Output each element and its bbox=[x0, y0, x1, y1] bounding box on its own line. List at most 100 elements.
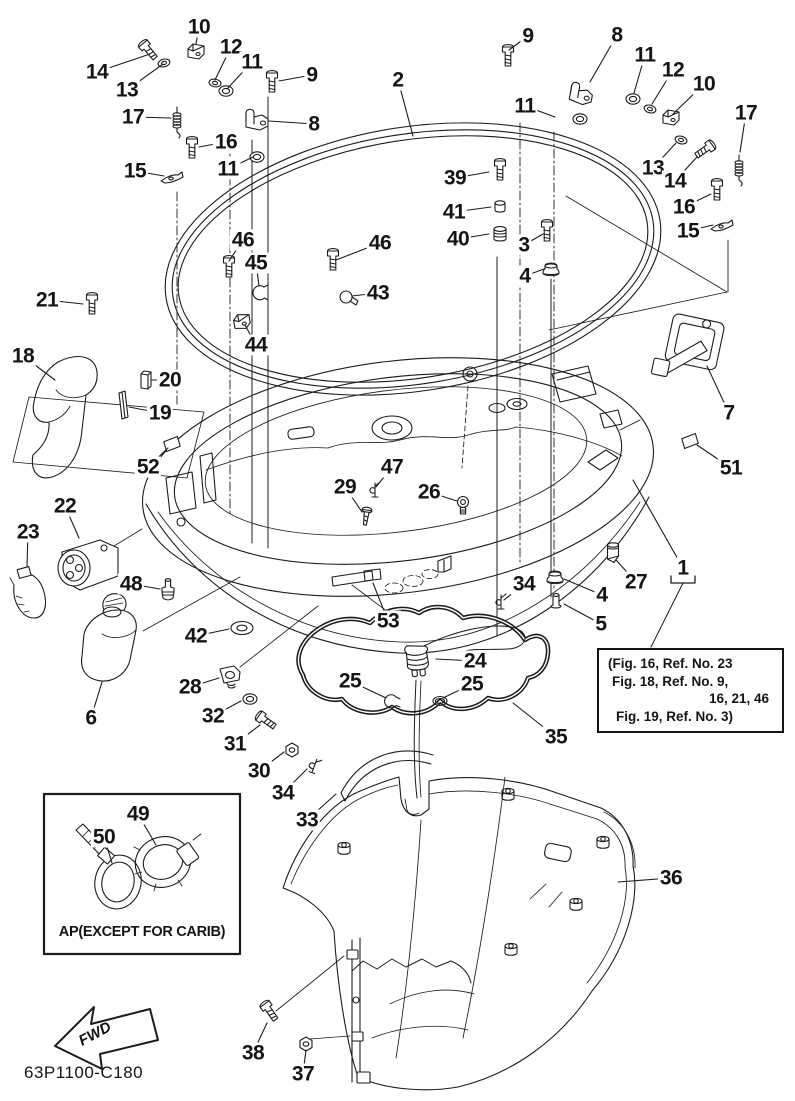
callout-41-label: 41 bbox=[440, 200, 468, 224]
reference-note-box: (Fig. 16, Ref. No. 23 Fig. 18, Ref. No. … bbox=[597, 648, 784, 733]
part-screw-glyph bbox=[361, 506, 373, 526]
callout-35-label: 35 bbox=[542, 725, 570, 749]
part-clip-glyph bbox=[369, 481, 381, 498]
callout-53-label: 53 bbox=[374, 609, 402, 633]
top-cowling-gasket bbox=[164, 122, 662, 396]
callout-9-label: 9 bbox=[304, 63, 320, 87]
callout-11-label: 11 bbox=[215, 157, 241, 181]
part-grommet-glyph bbox=[625, 93, 641, 105]
part-nut-glyph bbox=[285, 742, 299, 758]
callout-25-label: 25 bbox=[336, 669, 364, 693]
part-washer-glyph bbox=[674, 135, 688, 145]
callout-14-label: 14 bbox=[83, 60, 111, 84]
part-grommet-glyph bbox=[218, 85, 234, 97]
ref-note-line: (Fig. 16, Ref. No. 23 bbox=[608, 656, 733, 671]
callout-10-label: 10 bbox=[185, 15, 213, 39]
lower-cowling-cover bbox=[275, 776, 636, 1091]
callout-37-label: 37 bbox=[289, 1062, 317, 1086]
part-bracket2-glyph bbox=[245, 108, 269, 131]
part-bolt-glyph bbox=[185, 136, 199, 159]
callout-11-label: 11 bbox=[239, 50, 265, 74]
part-sticker-glyph bbox=[681, 432, 699, 450]
callout-34-label: 34 bbox=[269, 781, 297, 805]
callout-20-label: 20 bbox=[156, 368, 184, 392]
part-plate-glyph bbox=[710, 219, 734, 232]
callout-15-label: 15 bbox=[121, 159, 149, 183]
callout-17-label: 17 bbox=[732, 101, 760, 125]
part-cyl-glyph bbox=[493, 226, 507, 242]
callout-2-label: 2 bbox=[390, 68, 406, 92]
callout-1-label: 1 bbox=[675, 556, 691, 580]
part-grommet-glyph bbox=[242, 693, 258, 705]
part-grommet-glyph bbox=[572, 113, 588, 125]
callout-13-label: 13 bbox=[639, 156, 667, 180]
part-block-glyph bbox=[140, 370, 152, 390]
callout-13-label: 13 bbox=[113, 78, 141, 102]
callout-44-label: 44 bbox=[242, 333, 270, 357]
callout-19-label: 19 bbox=[146, 401, 174, 425]
part-spring-glyph bbox=[734, 154, 744, 187]
part-dome-glyph bbox=[546, 570, 564, 585]
part-holder-glyph bbox=[219, 665, 241, 689]
part-pin-glyph bbox=[550, 593, 562, 609]
cowling-latch-7 bbox=[650, 313, 725, 378]
callout-7-label: 7 bbox=[721, 401, 737, 425]
part-bracket-glyph bbox=[187, 43, 205, 60]
part-bolt-glyph bbox=[710, 178, 724, 201]
part-clip-glyph bbox=[308, 758, 323, 775]
part-washer-glyph bbox=[643, 104, 657, 114]
part-cap-glyph bbox=[494, 200, 506, 213]
part-strip-glyph bbox=[118, 390, 129, 420]
callout-5-label: 5 bbox=[593, 612, 609, 636]
callout-27-label: 27 bbox=[622, 570, 650, 594]
callout-21-label: 21 bbox=[33, 288, 61, 312]
callout-8-label: 8 bbox=[609, 23, 625, 47]
callout-46-label: 46 bbox=[366, 231, 394, 255]
callout-51-label: 51 bbox=[717, 456, 745, 480]
cable-tie-23 bbox=[9, 566, 47, 619]
callout-30-label: 30 bbox=[245, 759, 273, 783]
part-bolt-glyph bbox=[222, 255, 236, 278]
callout-16-label: 16 bbox=[212, 130, 240, 154]
callout-4-label: 4 bbox=[517, 264, 533, 288]
callout-38-label: 38 bbox=[239, 1041, 267, 1065]
callout-32-label: 32 bbox=[199, 704, 227, 728]
callout-50-label: 50 bbox=[90, 825, 118, 849]
callout-4-label: 4 bbox=[594, 583, 610, 607]
callout-16-label: 16 bbox=[670, 195, 698, 219]
callout-14-label: 14 bbox=[661, 169, 689, 193]
fuel-connector-socket-22 bbox=[57, 539, 119, 591]
callout-24-label: 24 bbox=[461, 649, 489, 673]
drawing-number: 63P1100-C180 bbox=[24, 1063, 144, 1082]
part-bolt-glyph bbox=[540, 219, 554, 242]
callout-3-label: 3 bbox=[516, 233, 532, 257]
part-bracket-glyph bbox=[233, 314, 251, 329]
callout-10-label: 10 bbox=[690, 72, 718, 96]
fwd-arrow: FWD bbox=[54, 1006, 159, 1070]
callout-26-label: 26 bbox=[415, 480, 443, 504]
part-bolt-glyph bbox=[493, 158, 507, 181]
callout-23-label: 23 bbox=[14, 520, 42, 544]
ref-note-line: 16, 21, 46 bbox=[708, 691, 769, 706]
callout-48-label: 48 bbox=[117, 572, 145, 596]
callout-52-label: 52 bbox=[134, 455, 162, 479]
leader-line-1 bbox=[632, 479, 684, 569]
callout-49-label: 49 bbox=[124, 802, 152, 826]
side-cover-part-18 bbox=[31, 356, 98, 479]
part-spout-glyph bbox=[606, 542, 620, 564]
callout-9-label: 9 bbox=[520, 24, 536, 48]
callout-29-label: 29 bbox=[331, 475, 359, 499]
part-bolt-glyph bbox=[259, 999, 279, 1022]
part-nut-glyph bbox=[299, 1036, 313, 1052]
part-dome-glyph bbox=[542, 262, 560, 277]
part-bolt-glyph bbox=[326, 248, 340, 271]
callout-25-label: 25 bbox=[458, 672, 486, 696]
part-bolt2-glyph bbox=[456, 495, 470, 515]
part-bolt-glyph bbox=[254, 710, 277, 730]
part-bracket2-glyph bbox=[568, 81, 593, 106]
callout-6-label: 6 bbox=[83, 706, 99, 730]
callout-31-label: 31 bbox=[221, 732, 249, 756]
part-bracket-glyph bbox=[662, 109, 680, 126]
part-spring-glyph bbox=[172, 106, 182, 139]
